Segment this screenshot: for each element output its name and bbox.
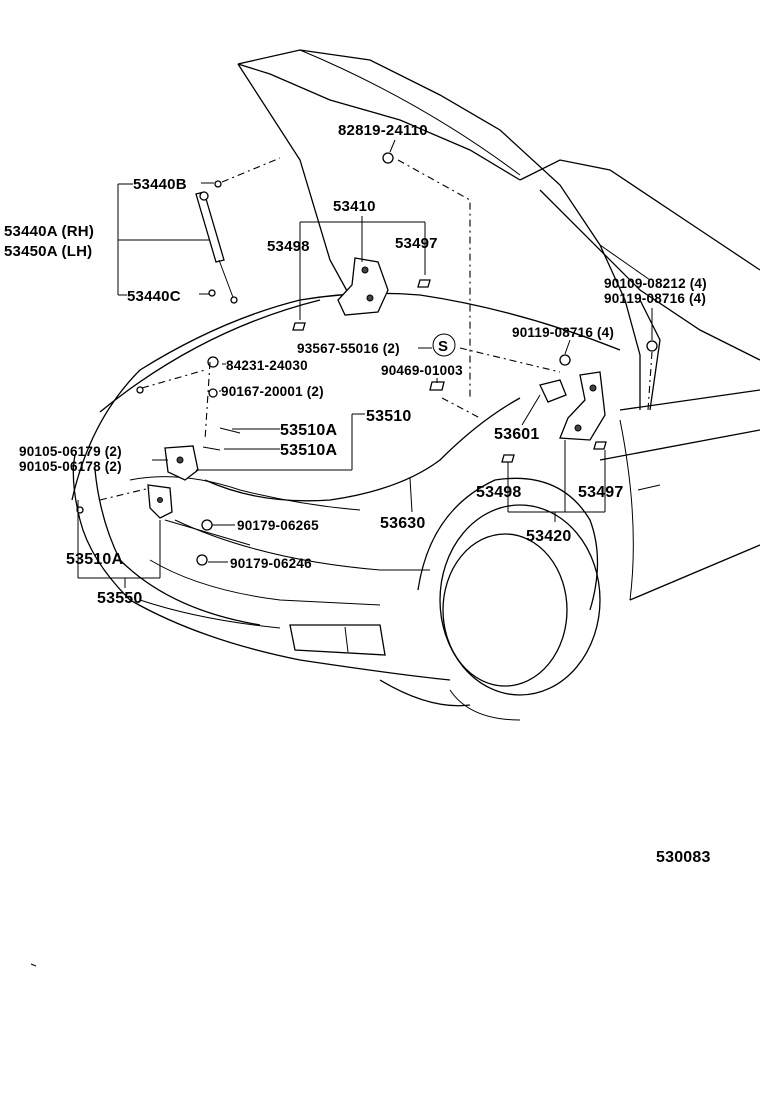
callout-53420: 53420 bbox=[526, 528, 572, 545]
callout-53497-upper: 53497 bbox=[395, 235, 438, 252]
callout-82819-24110: 82819-24110 bbox=[338, 122, 428, 139]
callout-90119-08716-right: 90119-08716 (4) bbox=[604, 291, 706, 306]
callout-90167-20001: 90167-20001 (2) bbox=[221, 384, 324, 399]
callout-53510: 53510 bbox=[366, 408, 412, 425]
callout-53440b: 53440B bbox=[133, 176, 187, 193]
hood-latch bbox=[164, 445, 199, 481]
leader-lines bbox=[77, 139, 661, 588]
callout-53630: 53630 bbox=[380, 515, 426, 532]
callout-90109-08212: 90109-08212 (4) bbox=[604, 276, 707, 291]
release-handle bbox=[539, 379, 567, 403]
callout-53510a-upper: 53510A bbox=[280, 422, 337, 439]
callout-93567-55016: 93567-55016 (2) bbox=[297, 341, 400, 356]
s-symbol-label: S bbox=[438, 338, 448, 355]
gas-strut bbox=[195, 191, 238, 304]
callout-53510a-lower: 53510A bbox=[66, 551, 123, 568]
callout-53497-lower: 53497 bbox=[578, 484, 624, 501]
callout-53440a-rh: 53440A (RH) bbox=[4, 223, 94, 240]
callout-53450a-lh: 53450A (LH) bbox=[4, 243, 92, 260]
release-cable bbox=[204, 397, 521, 502]
callout-90179-06246: 90179-06246 bbox=[230, 556, 312, 571]
part-callouts: 82819-24110 53440B 53440A (RH) 53450A (L… bbox=[4, 122, 707, 607]
small-fasteners bbox=[76, 152, 658, 566]
callout-90105-06179: 90105-06179 (2) bbox=[19, 444, 122, 459]
support-rod-bracket bbox=[147, 484, 173, 519]
callout-53550: 53550 bbox=[97, 590, 143, 607]
car-body-outline bbox=[71, 49, 760, 721]
callout-90105-06178: 90105-06178 (2) bbox=[19, 459, 122, 474]
stray-mark bbox=[30, 963, 37, 967]
hood-hinge-upper bbox=[337, 257, 389, 316]
hood-hinge-lower bbox=[559, 371, 606, 441]
callout-90119-08716-mid: 90119-08716 (4) bbox=[512, 325, 614, 340]
figure-code: 530083 bbox=[656, 849, 711, 866]
callout-53510a-middle: 53510A bbox=[280, 442, 337, 459]
callout-53410: 53410 bbox=[333, 198, 376, 215]
callout-53601: 53601 bbox=[494, 426, 540, 443]
callout-53498-upper: 53498 bbox=[267, 238, 310, 255]
callout-53440c: 53440C bbox=[127, 288, 181, 305]
callout-90179-06265: 90179-06265 bbox=[237, 518, 319, 533]
callout-53498-lower: 53498 bbox=[476, 484, 522, 501]
s-symbol: S bbox=[432, 333, 456, 357]
callout-84231-24030: 84231-24030 bbox=[226, 358, 308, 373]
callout-90469-01003: 90469-01003 bbox=[381, 363, 463, 378]
